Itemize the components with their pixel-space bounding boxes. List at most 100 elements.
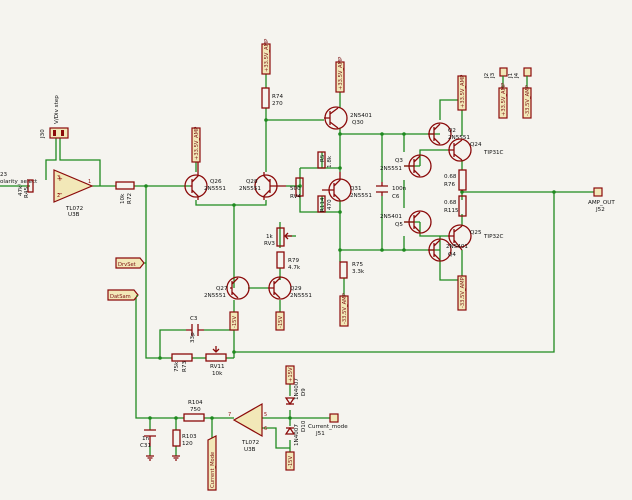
u3b-pin5: 5 (264, 412, 267, 418)
q26-value: 2N5551 (204, 186, 226, 192)
q30-value: 2N5401 (350, 113, 372, 119)
transistor-q4: 2N5401 Q4 (428, 238, 468, 262)
q30-ref: Q30 (352, 120, 364, 126)
r115-ref: R115 (444, 208, 459, 214)
rv4-value: 500 (290, 186, 301, 192)
connector-j52: AMP_OUT J52 (588, 187, 615, 213)
j51-value: Current_mode (308, 424, 348, 430)
rail-d10: -15V (285, 451, 295, 471)
svg-text:+: + (57, 175, 63, 183)
rail-q30: +33.5V_AMP (335, 57, 345, 93)
rail-q29: -15V (275, 311, 285, 331)
q2-value: 2N5551 (448, 135, 470, 141)
rail-j2-label: +33.5V_AMP (501, 83, 507, 116)
resistor-r75: R75 3.3k (339, 261, 365, 279)
transistor-q24: Q24 TIP31C (448, 138, 504, 162)
transistor-q31: Q31 2N5551 (322, 172, 372, 202)
u3a-pin3: 3 (57, 175, 60, 181)
q25-value: TIP32C (483, 234, 504, 240)
rv3-ref: RV3 (264, 241, 275, 247)
diodes-d9-d10: 1N4007 D9 1N4007 D10 (284, 378, 307, 446)
rail-q27: -15V (229, 311, 239, 331)
q28-value: 2N5551 (239, 186, 261, 192)
r-left-value: 47k (18, 185, 24, 196)
resistor-r115: 0.68 R115 (444, 195, 467, 217)
resistor-r76: 0.68 R76 (444, 169, 467, 191)
q28-ref: Q28 (246, 179, 258, 185)
q24-value: TIP31C (483, 150, 504, 156)
resistor-r72: 10k R72 (115, 181, 135, 204)
rv11-value: 10k (212, 371, 223, 377)
r76-ref: R76 (444, 182, 455, 188)
rv4-ref: RV4 (290, 194, 301, 200)
u3b-pin7: 7 (228, 412, 231, 418)
transistor-q29: Q29 2N5551 (268, 276, 312, 300)
rail-out-bottom-label: -33.5V_AMP (460, 277, 466, 308)
capacitor-c6: 100n C6 (376, 182, 407, 200)
rail-r74-label: +33.5V_AMP (264, 39, 270, 72)
rail-q29-label: -15V (278, 316, 284, 328)
r73-value: 75k (174, 361, 180, 372)
transistor-q27: Q27 2N5551 (204, 276, 250, 300)
c31-value: 1n (142, 436, 150, 442)
connector-j30: J30 V/Div step (40, 95, 69, 139)
j30-value: V/Div step (54, 95, 60, 124)
wires (0, 70, 594, 470)
q31-value: 2N5551 (350, 193, 372, 199)
j52-ref: J52 (595, 207, 605, 213)
r114-value: 470 (327, 199, 333, 210)
r73-ref: R73 (182, 361, 188, 372)
pot-rv3: 1k RV3 (264, 227, 292, 247)
c3-ref: C3 (190, 316, 198, 322)
transistor-q25: Q25 TIP32C (448, 224, 504, 251)
q27-value: 2N5551 (204, 293, 226, 299)
r104-ref: R104 (188, 400, 203, 406)
q26-ref: Q26 (210, 179, 222, 185)
r79-value: 4.7k (288, 265, 301, 271)
pot-rv11: RV11 10k (205, 346, 227, 377)
rail-j1-label: -33.5V_AMP (525, 85, 531, 116)
transistor-q2: Q2 2N5551 (428, 122, 470, 146)
q5-ref: Q5 (395, 222, 403, 228)
q25-ref: Q25 (470, 230, 482, 236)
rail-d9-label: +15V (288, 367, 294, 382)
pot-rv4: 500 RV4 (290, 177, 304, 200)
net-datsam-label: DatSam (110, 294, 131, 300)
r5-ref: R5 (320, 154, 326, 162)
r-left-ref: R45 (24, 187, 30, 198)
rail-q30-label: +33.5V_AMP (338, 57, 344, 90)
d10-value: 1N4007 (294, 424, 300, 446)
u3a-ref: U3B (68, 212, 80, 218)
d9-ref: D9 (301, 388, 307, 396)
r75-value: 3.3k (352, 269, 365, 275)
resistor-r79: R79 4.7k (276, 251, 301, 271)
q4-ref: Q4 (448, 252, 456, 258)
net-current-mode: Current_Mode (207, 435, 217, 491)
j30-ref: J30 (40, 129, 46, 139)
resistor-r103: R103 120 (172, 429, 197, 461)
transistor-q30: 2N5401 Q30 (324, 106, 372, 130)
c6-ref: C6 (392, 194, 400, 200)
rail-q27-label: -15V (232, 316, 238, 328)
opamp-u3a: 3 2 1 + − TL072 U3B (53, 169, 94, 218)
opamp-u3b: 7 5 6 TL072 U3B (228, 402, 267, 453)
q29-ref: Q29 (290, 286, 302, 292)
r74-value: 270 (272, 101, 283, 107)
capacitor-c3: C3 33p (186, 316, 204, 343)
r72-value: 10k (120, 193, 126, 204)
r115-value: 0.68 (444, 200, 457, 206)
net-drvset: DrvSet (115, 257, 146, 269)
junctions (144, 118, 556, 420)
j4-ref: J4 (514, 72, 520, 79)
d9-value: 1N4007 (294, 378, 300, 400)
r74-ref: R74 (272, 94, 283, 100)
rail-out-top-label: +33.5V_AMP (460, 75, 466, 108)
left-cut-value: olarity_select (0, 179, 38, 185)
rail-out-top: +33.5V_AMP (457, 75, 467, 111)
rail-d9: +15V (285, 365, 295, 385)
q2-ref: Q2 (448, 128, 456, 134)
d10-ref: D10 (301, 420, 307, 432)
net-current-mode-label: Current_Mode (210, 452, 216, 488)
svg-text:−: − (57, 190, 63, 198)
